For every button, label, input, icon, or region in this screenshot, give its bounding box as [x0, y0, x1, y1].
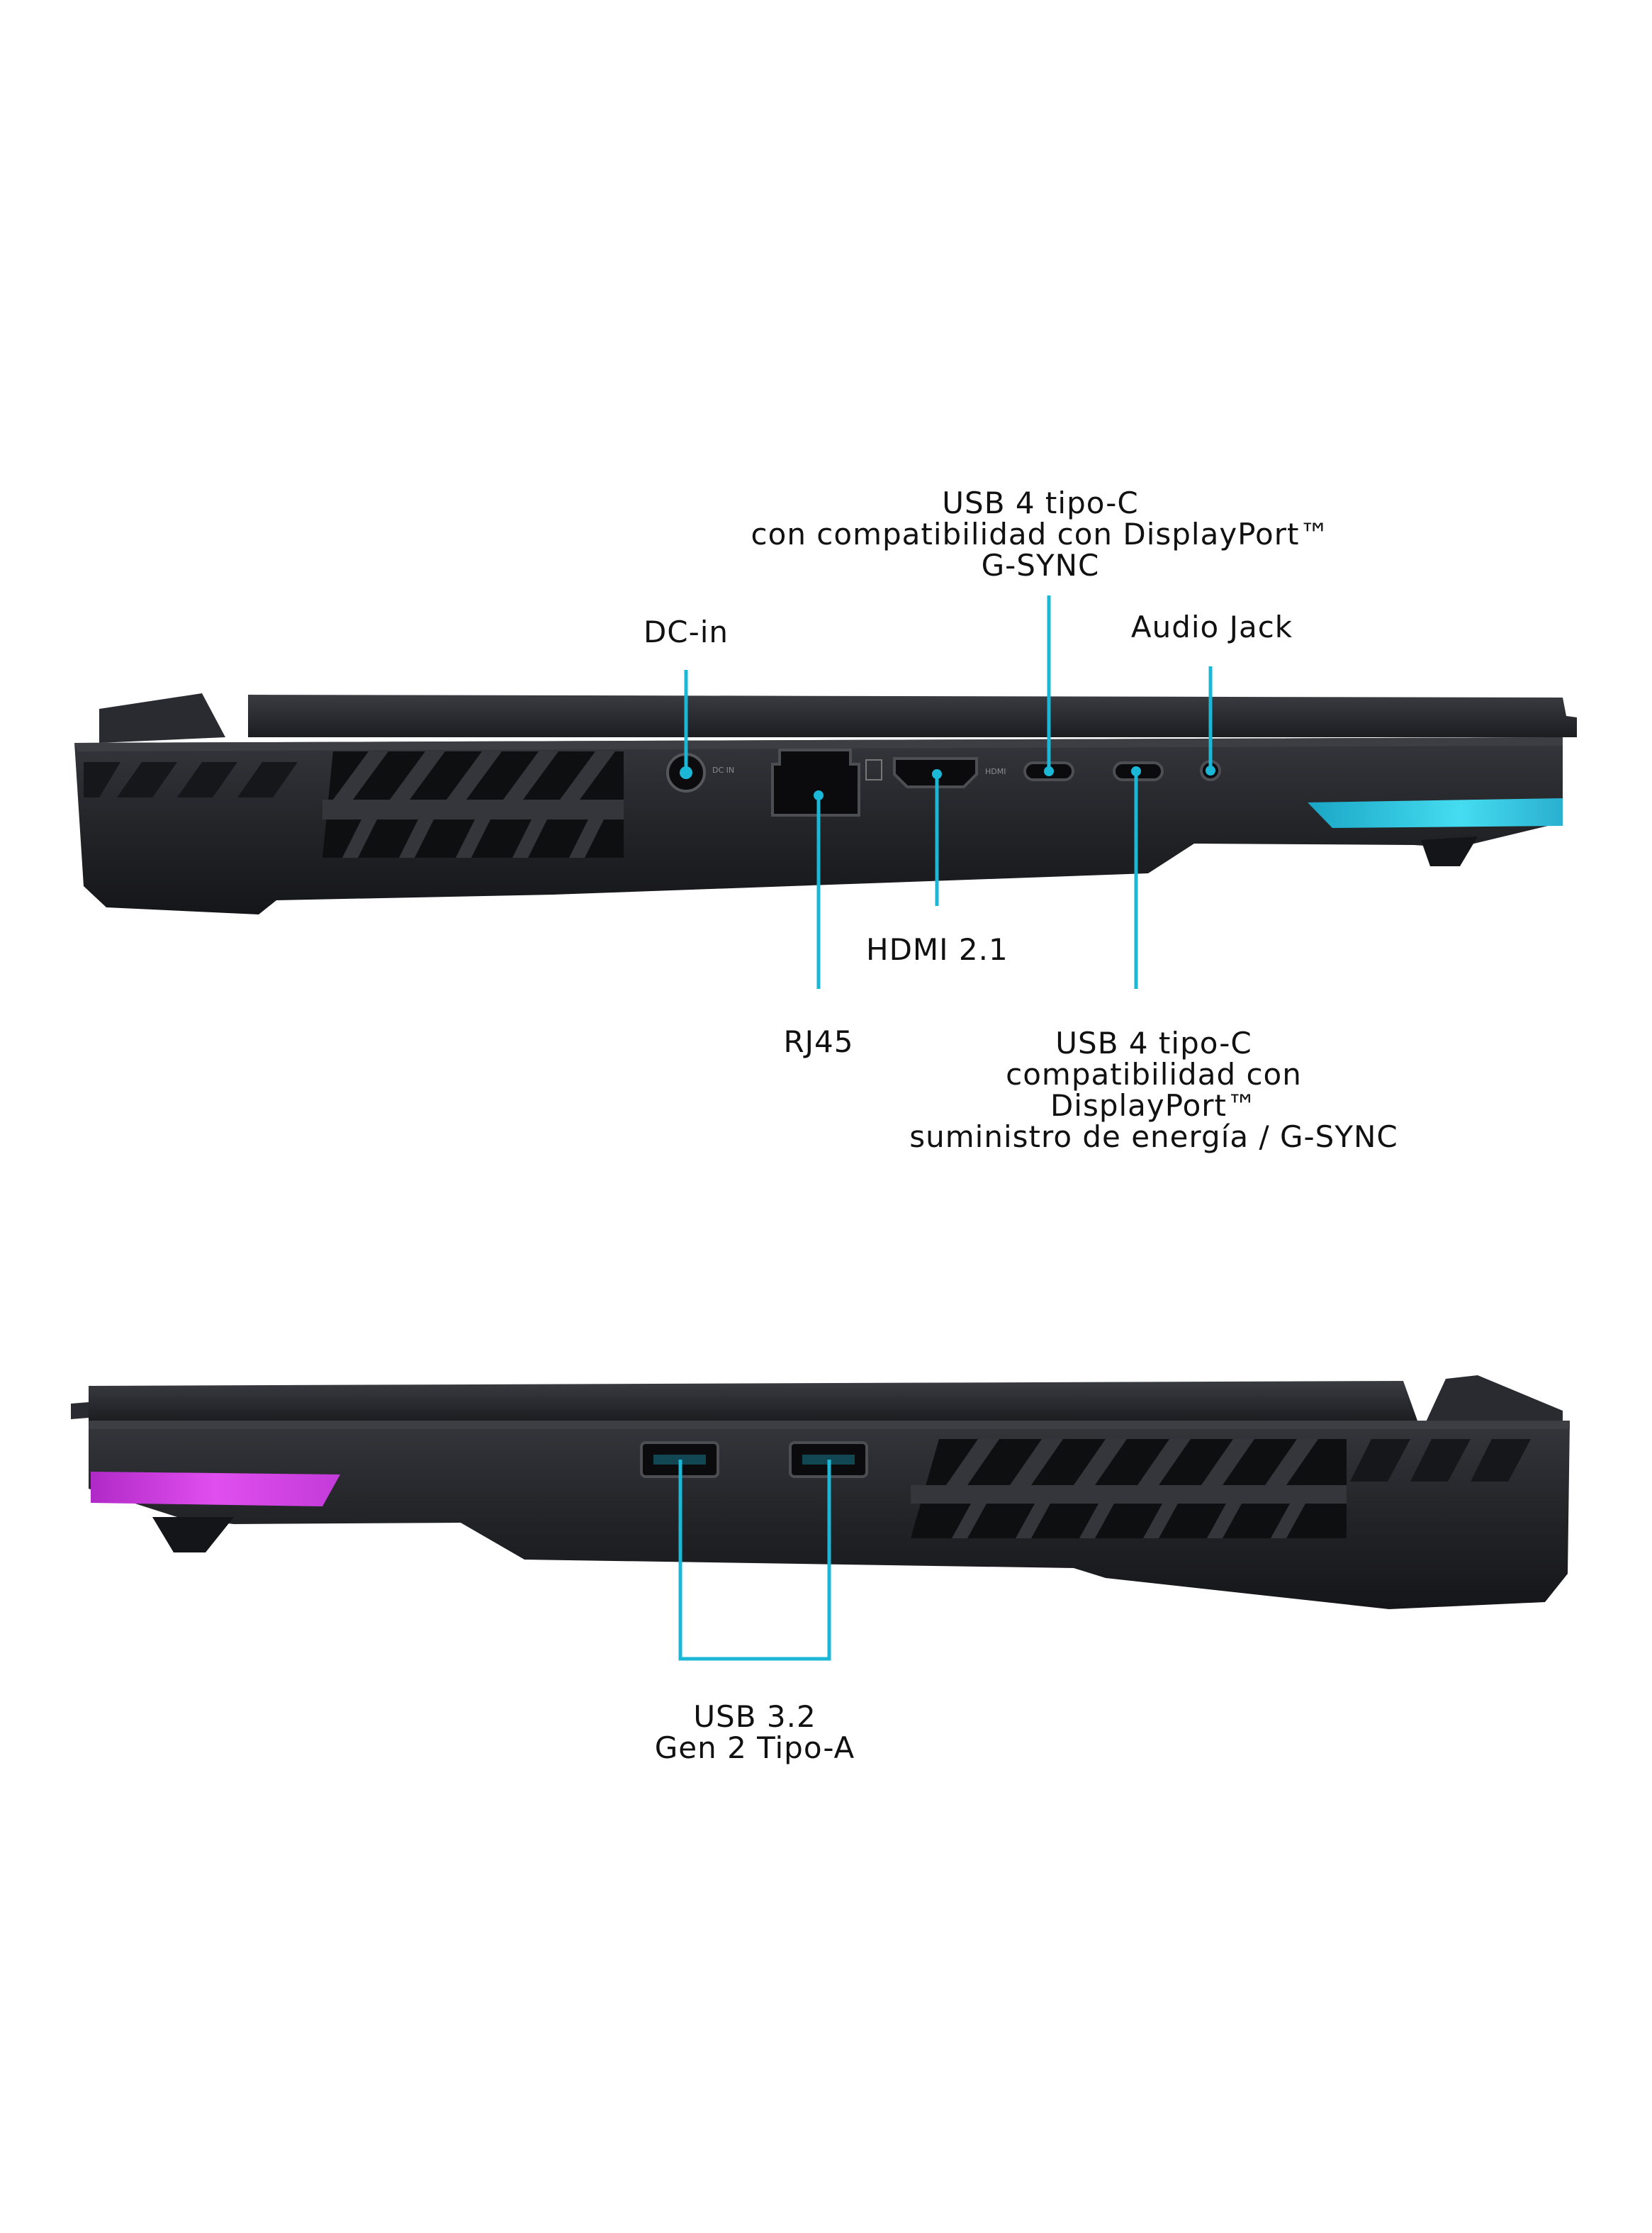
rear-grooves-right [1350, 1439, 1531, 1482]
laptop-left-side-view: DC IN HDMI [74, 693, 1577, 914]
magenta-light-strip [91, 1472, 340, 1506]
side-vent-right [911, 1439, 1347, 1538]
usb-a-line-2: Gen 2 Tipo-A [654, 1730, 855, 1765]
rj45-label: RJ45 [783, 1024, 854, 1059]
hdmi-label: HDMI 2.1 [866, 932, 1008, 967]
usb4-bottom-line-2: compatibilidad con [1006, 1057, 1302, 1092]
top-callout-dots [680, 766, 1215, 800]
usb4-bottom-line-1: USB 4 tipo-C [1055, 1026, 1252, 1060]
rear-hinge-right [1425, 1375, 1563, 1425]
usb-a-callout-bracket [678, 1460, 831, 1661]
usb4-top-label: USB 4 tipo-C con compatibilidad con Disp… [721, 488, 1359, 581]
cyan-light-strip [1308, 798, 1563, 828]
audio-jack-label: Audio Jack [1130, 610, 1293, 644]
rear-grooves [84, 762, 298, 798]
usb4-top-line-1: USB 4 tipo-C [942, 486, 1139, 520]
usb4-top-line-2: con compatibilidad con DisplayPort™ [751, 517, 1330, 552]
usb-a-line-1: USB 3.2 [693, 1699, 816, 1734]
laptop-lid-right [89, 1381, 1417, 1421]
usb4-top-line-3: G-SYNC [981, 548, 1100, 583]
front-foot-right [152, 1517, 234, 1552]
body-top-edge [74, 737, 1563, 751]
rj45-port-icon [771, 749, 882, 817]
dc-in-label: DC-in [643, 615, 729, 649]
usb4-bottom-label: USB 4 tipo-C compatibilidad con DisplayP… [870, 1028, 1437, 1153]
laptop-lid [248, 695, 1577, 737]
usb4-bottom-line-3: DisplayPort™ [1050, 1088, 1258, 1123]
svg-text:DC IN: DC IN [712, 766, 734, 775]
svg-text:HDMI: HDMI [985, 767, 1006, 776]
laptop-right-side-view [71, 1375, 1570, 1609]
usb-a-label: USB 3.2 Gen 2 Tipo-A [613, 1701, 897, 1764]
front-foot [1421, 836, 1478, 866]
top-callout-lines [684, 595, 1213, 989]
usb4-bottom-line-4: suministro de energía / G-SYNC [909, 1119, 1398, 1154]
side-vent [322, 751, 624, 858]
rear-hinge [99, 693, 225, 743]
